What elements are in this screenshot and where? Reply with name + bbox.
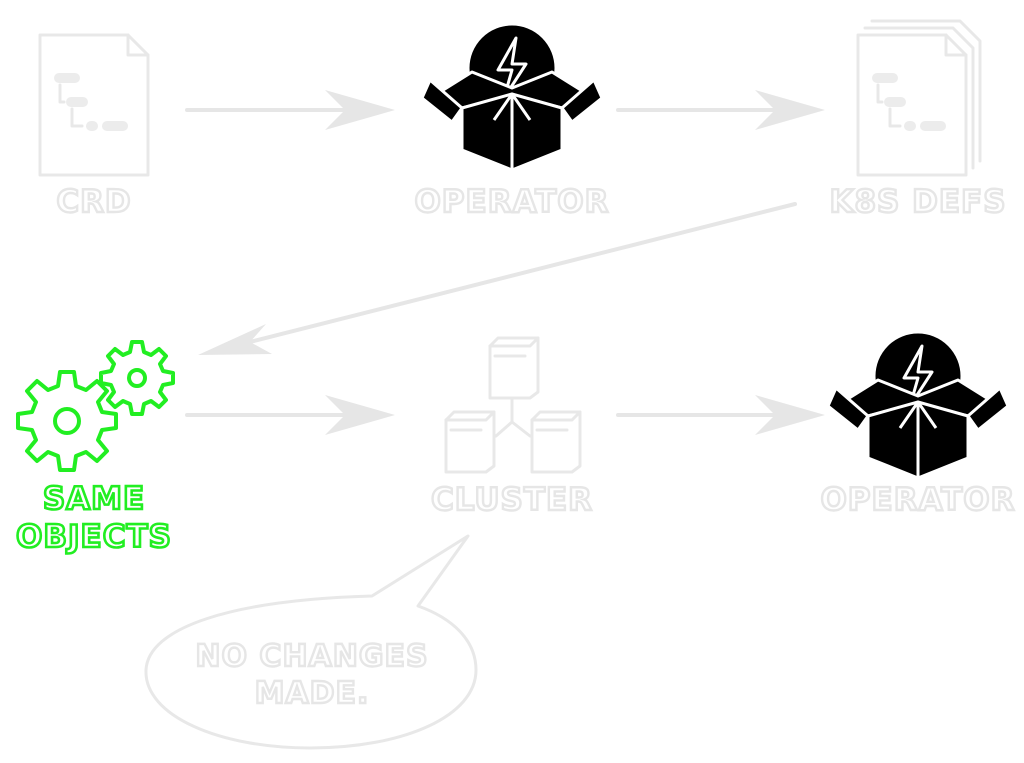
operator-box-lightning-icon (420, 22, 604, 172)
operator-bottom-label: OPERATOR (820, 482, 1015, 518)
gears-icon (16, 340, 175, 472)
k8s-defs-label: K8S DEFS (829, 184, 1006, 220)
cluster-label: CLUSTER (431, 482, 593, 518)
stacked-documents-icon (856, 19, 982, 177)
operator-box-lightning-icon (826, 330, 1010, 480)
node-operator-top: OPERATOR (413, 22, 610, 221)
small-gear-icon (99, 340, 175, 416)
arrow-k8s-defs-to-same-objects (198, 202, 797, 355)
crd-label: CRD (56, 184, 131, 220)
arrow-cluster-to-operator (616, 395, 825, 435)
servers-icon (444, 336, 582, 474)
bubble-text-line2: MADE. (255, 676, 370, 711)
document-icon (38, 33, 150, 177)
node-crd: CRD (38, 33, 150, 221)
node-cluster: CLUSTER (430, 336, 593, 519)
node-k8s-defs: K8S DEFS (828, 19, 1007, 221)
speech-bubble: NO CHANGES MADE. (144, 534, 478, 750)
bubble-text-line1: NO CHANGES (195, 639, 428, 674)
same-objects-label-line1: SAME (43, 481, 145, 517)
arrow-crd-to-operator (185, 90, 395, 130)
arrow-operator-to-k8s-defs (616, 90, 825, 130)
operator-top-label: OPERATOR (414, 184, 609, 220)
node-same-objects: SAME OBJECTS (15, 340, 175, 556)
same-objects-label-line2: OBJECTS (16, 519, 172, 555)
arrow-same-objects-to-cluster (185, 395, 395, 435)
node-operator-bottom: OPERATOR (819, 330, 1016, 519)
large-gear-icon (16, 370, 118, 472)
